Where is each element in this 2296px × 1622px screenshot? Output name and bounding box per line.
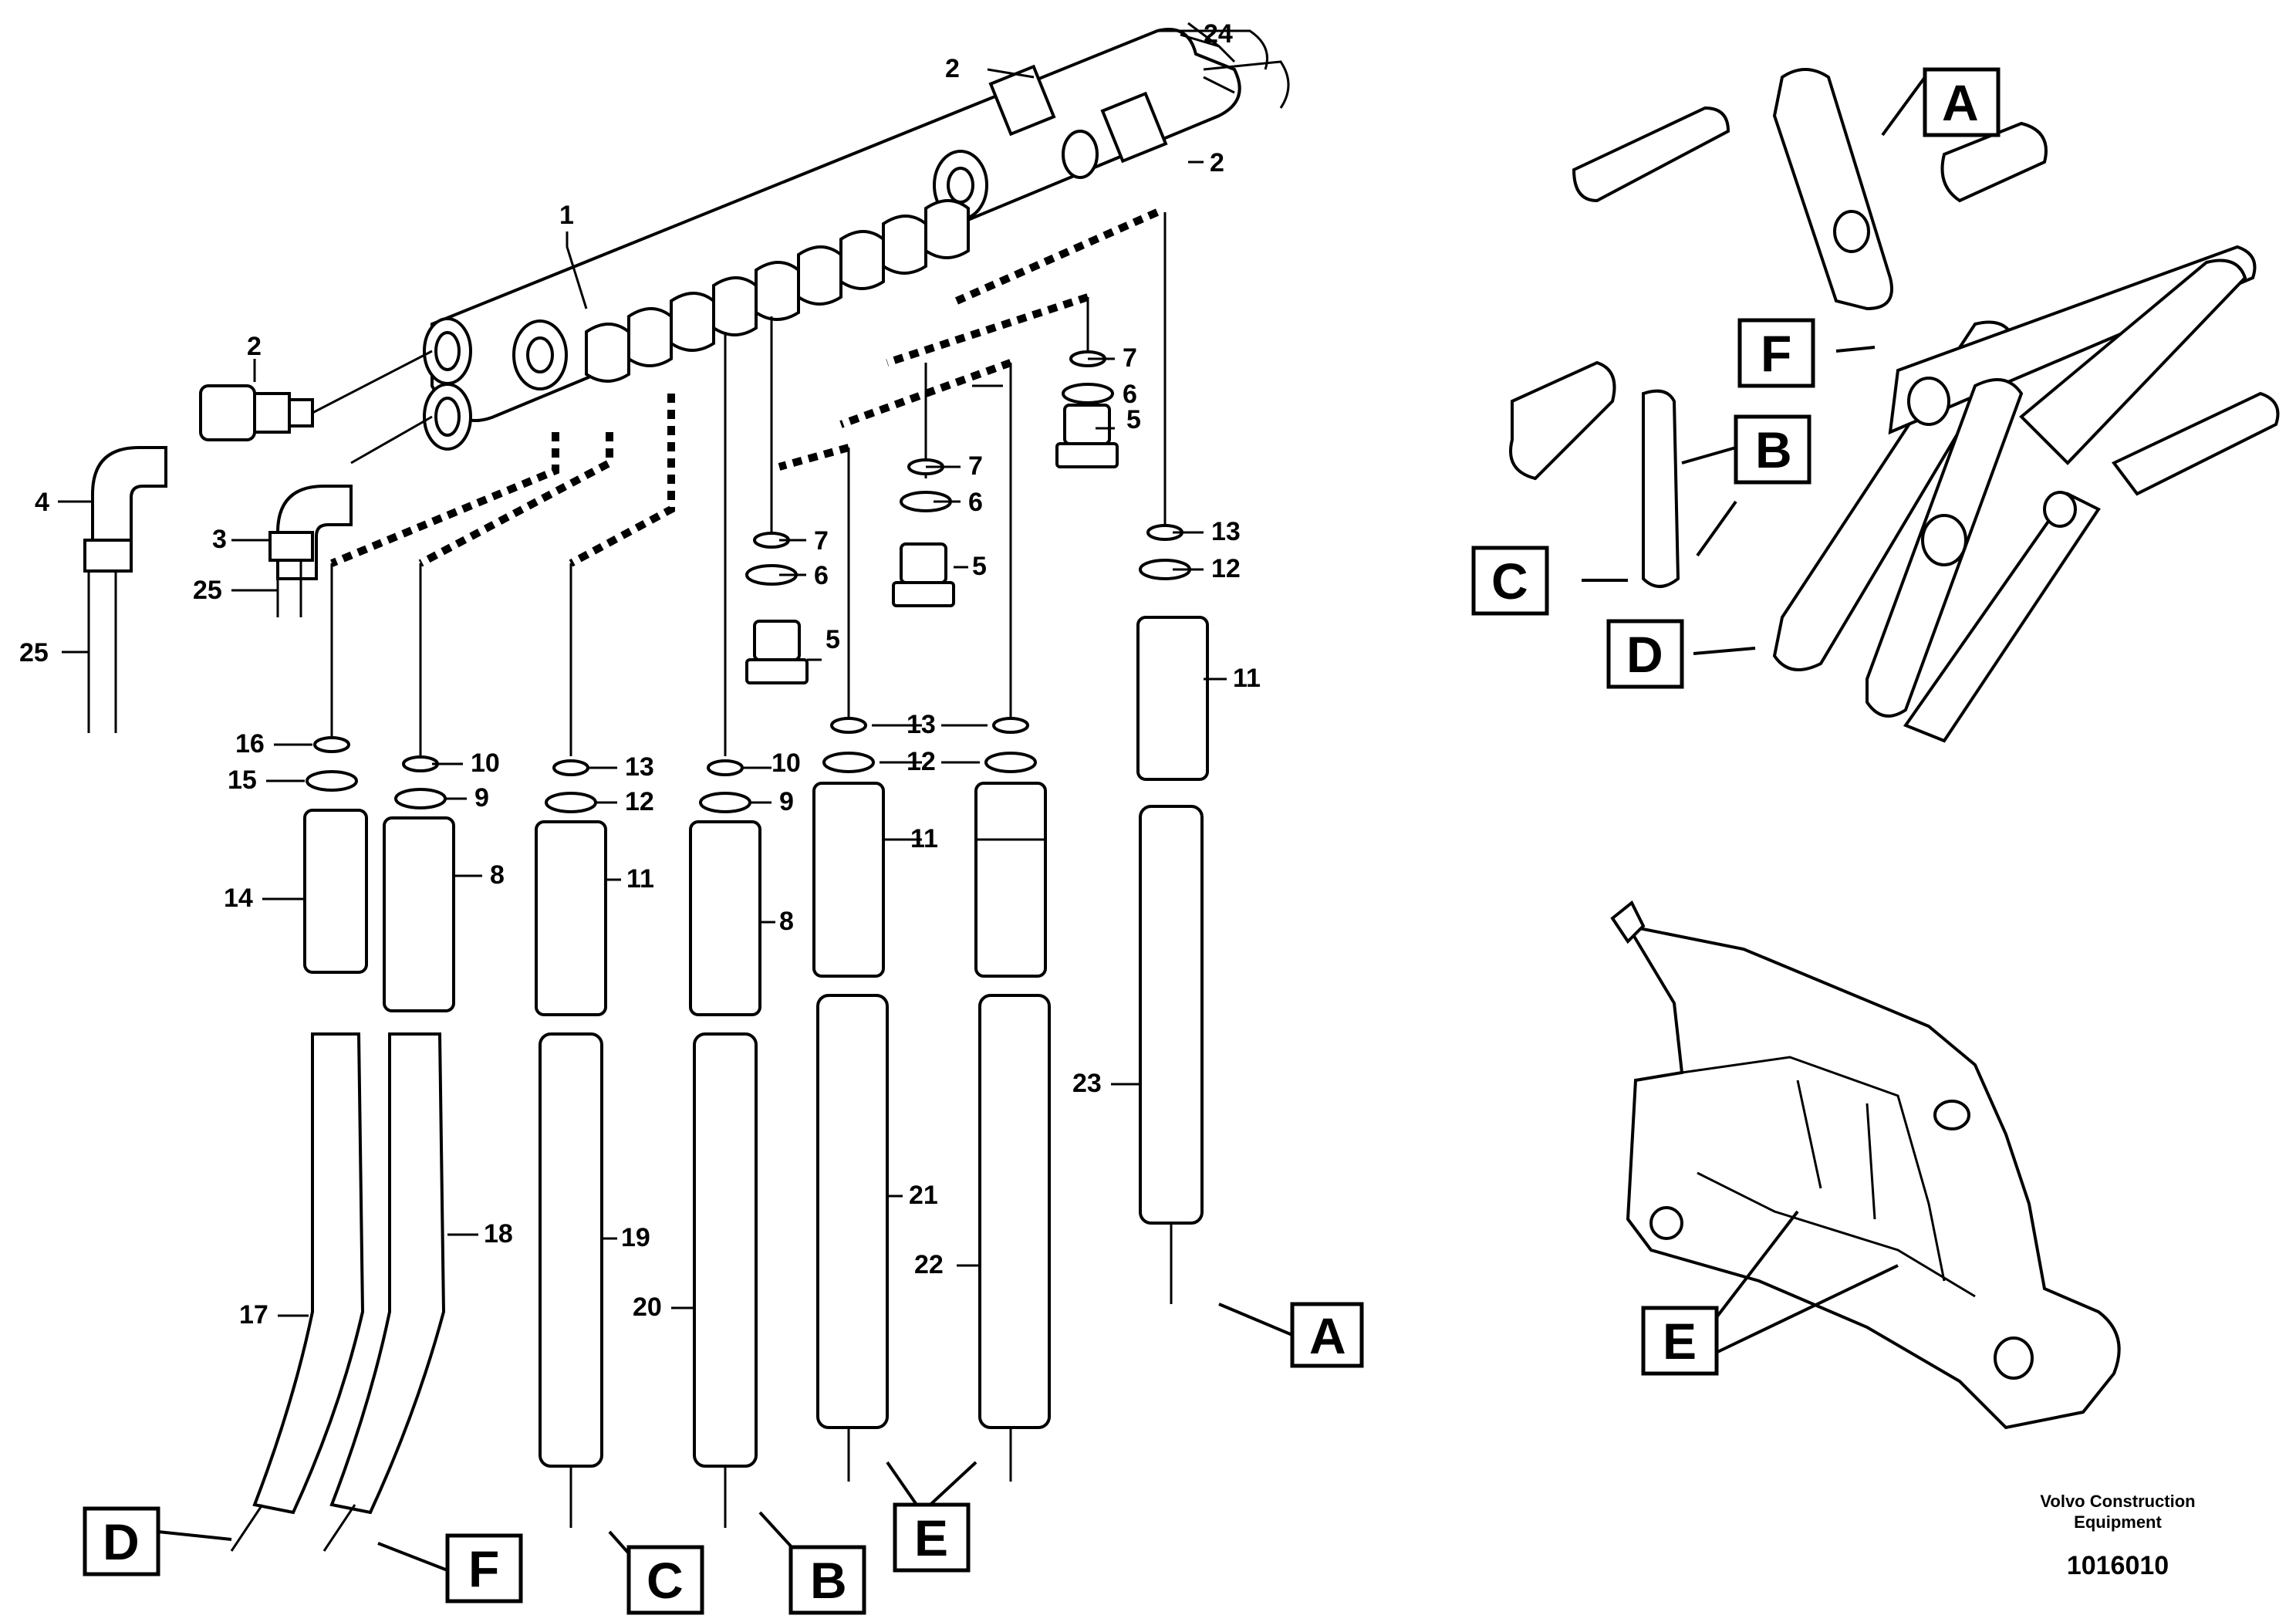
- letter-a-inset: A: [1942, 74, 1979, 131]
- part-label-5-right: 5: [1126, 405, 1141, 434]
- hoses: [230, 805, 1204, 1552]
- box-c-bottom: [626, 1545, 704, 1615]
- part-label-1: 1: [559, 201, 574, 230]
- company-name-line2: Equipment: [2074, 1512, 2162, 1532]
- part-label-2-right: 2: [1210, 148, 1224, 177]
- part-label-11-far-right: 11: [1233, 664, 1261, 693]
- box-d-bottom: [83, 1506, 160, 1576]
- box-e-bottom: [893, 1502, 971, 1573]
- top-fittings: [988, 22, 1235, 179]
- boom-linkage-inset: [1509, 68, 2280, 743]
- part-label-10-a: 10: [471, 748, 500, 778]
- company-name-line1: Volvo Construction: [2040, 1492, 2195, 1511]
- part-label-23: 23: [1072, 1069, 1102, 1098]
- part-label-11-a: 11: [626, 864, 654, 894]
- box-e-inset: [1641, 1306, 1719, 1376]
- couplings: [303, 616, 1209, 1016]
- letter-d-bottom: D: [103, 1513, 140, 1570]
- part-label-7-mid: 7: [968, 451, 983, 481]
- box-f-inset: [1737, 318, 1815, 388]
- letter-e-bottom: E: [914, 1509, 948, 1566]
- part-label-6-left: 6: [814, 561, 829, 590]
- left-fittings: [83, 350, 433, 733]
- part-label-6-right: 6: [1123, 380, 1137, 409]
- part-label-7-right: 7: [1123, 343, 1137, 373]
- part-label-16: 16: [235, 729, 265, 759]
- part-label-19: 19: [621, 1223, 650, 1252]
- letter-d-inset: D: [1626, 626, 1663, 683]
- part-label-17: 17: [239, 1300, 268, 1330]
- part-label-13-far-right: 13: [1211, 517, 1241, 546]
- box-d-inset: [1606, 619, 1684, 689]
- part-label-21: 21: [909, 1181, 938, 1210]
- connection-letter-boxes: A D F C B E A F B C D E: [83, 67, 2001, 1615]
- part-label-9-a: 9: [474, 783, 489, 813]
- plugs: [745, 404, 1119, 684]
- part-label-5-mid: 5: [972, 552, 987, 581]
- part-label-15: 15: [228, 765, 257, 795]
- part-label-25-outer: 25: [19, 638, 49, 667]
- box-a-bottom: [1290, 1302, 1364, 1368]
- part-label-11-b: 11: [910, 824, 938, 853]
- part-label-13-a: 13: [625, 752, 654, 782]
- manifold-ports: [585, 199, 970, 383]
- document-number: 1016010: [2067, 1551, 2169, 1580]
- letter-e-inset: E: [1663, 1313, 1697, 1370]
- letter-b-bottom: B: [810, 1552, 847, 1609]
- letter-a-bottom: A: [1309, 1307, 1346, 1364]
- box-b-bottom: [788, 1545, 866, 1615]
- box-b-inset: [1734, 414, 1811, 485]
- part-label-2-left: 2: [247, 332, 262, 361]
- part-label-7-left: 7: [814, 526, 829, 556]
- part-label-12-far-right: 12: [1211, 554, 1241, 583]
- part-label-3: 3: [212, 525, 227, 554]
- part-number-labels: 1 2 24 2 2 4 3 25 25 7 6 5 7 6 5 7 6 5 1…: [19, 19, 1261, 1330]
- part-label-9-b: 9: [779, 787, 794, 816]
- box-c-inset: [1471, 546, 1549, 616]
- hose-routing-dashes: [330, 208, 1167, 756]
- part-label-18: 18: [484, 1219, 513, 1249]
- box-f-bottom: [445, 1533, 523, 1603]
- part-label-12-b: 12: [907, 747, 936, 776]
- part-label-14: 14: [224, 884, 253, 913]
- part-label-5-left: 5: [826, 625, 840, 654]
- part-label-4: 4: [35, 488, 49, 517]
- part-label-8-a: 8: [490, 860, 505, 890]
- letter-f-bottom: F: [468, 1540, 499, 1597]
- part-label-20: 20: [633, 1293, 662, 1322]
- part-label-10-b: 10: [772, 748, 801, 778]
- part-label-12-a: 12: [625, 787, 654, 816]
- letter-c-inset: C: [1491, 552, 1528, 610]
- part-label-2-top: 2: [945, 54, 960, 83]
- letter-c-bottom: C: [647, 1552, 684, 1609]
- box-a-inset: [1923, 67, 2001, 137]
- part-label-25-inner: 25: [193, 576, 222, 605]
- part-label-22: 22: [914, 1250, 944, 1279]
- part-label-6-mid: 6: [968, 488, 983, 517]
- leader-lines: [58, 33, 1236, 1317]
- frame-inset: [1610, 900, 2121, 1430]
- part-label-24: 24: [1204, 19, 1233, 49]
- part-label-8-b: 8: [779, 907, 794, 936]
- part-label-13-b: 13: [907, 710, 936, 739]
- footer: Volvo Construction Equipment 1016010: [2040, 1492, 2195, 1580]
- letter-f-inset: F: [1761, 325, 1791, 382]
- letter-b-inset: B: [1755, 421, 1792, 478]
